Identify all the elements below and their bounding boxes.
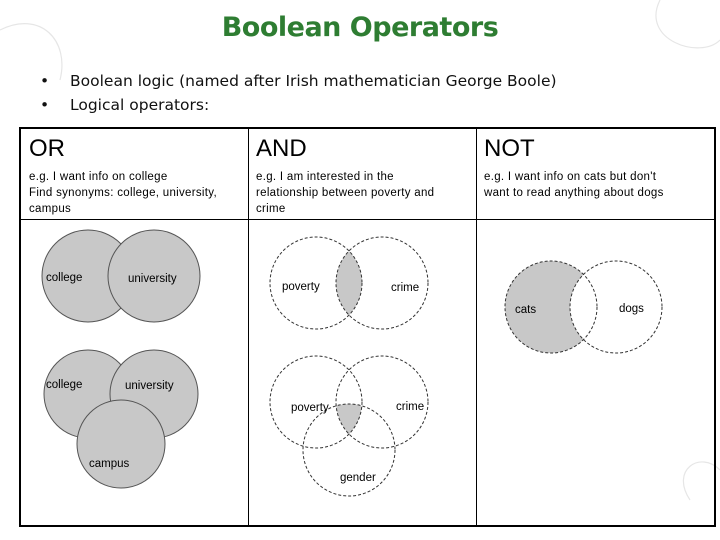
not-heading: NOT [484,135,535,162]
bullet-item: • Boolean logic (named after Irish mathem… [40,70,557,94]
not-venn-diagram: cats dogs [504,260,663,354]
row-divider [21,219,714,220]
venn-label-university: university [128,273,177,285]
venn-circle-crime [335,355,429,449]
operators-table: OR e.g. I want info on college Find syno… [19,127,716,527]
venn-label-dogs: dogs [619,303,644,315]
venn-label-crime: crime [396,401,424,413]
venn-circle-gender [302,403,396,497]
bullet-text: Logical operators: [70,96,210,114]
venn-label-cats: cats [515,304,536,316]
description-line: Find synonyms: college, university, [29,187,217,199]
column-divider [476,129,477,525]
bullet-list: • Boolean logic (named after Irish mathem… [40,70,557,118]
venn-circle-cats [504,260,598,354]
venn-circle-poverty [269,355,363,449]
venn-circle-poverty [269,236,363,330]
venn-circle-crime [335,236,429,330]
and-venn-diagram-three: poverty crime gender [269,355,429,497]
venn-label-college: college [46,379,82,391]
venn-circle-campus [76,399,166,489]
venn-label-college: college [46,272,82,284]
slide-title: Boolean Operators [221,12,499,43]
description-line: e.g. I want info on college [29,171,168,183]
and-venn-diagram: poverty crime [269,236,429,330]
venn-label-gender: gender [340,472,376,484]
or-venn-diagram-three: college university campus [43,349,199,489]
or-description: e.g. I want info on college Find synonym… [29,169,244,217]
description-line: e.g. I want info on cats but don't [484,171,657,183]
description-line: campus [29,203,72,215]
bullet-dot-icon: • [40,96,50,114]
or-venn-diagram: college university [41,229,201,323]
or-heading: OR [29,135,65,162]
description-line: relationship between poverty and [256,187,435,199]
bullet-item: • Logical operators: [40,94,557,118]
bullet-text: Boolean logic (named after Irish mathema… [70,72,557,90]
venn-difference [505,261,597,353]
and-description: e.g. I am interested in the relationship… [256,169,471,217]
description-line: want to read anything about dogs [484,187,664,199]
venn-circle-dogs [569,260,663,354]
not-description: e.g. I want info on cats but don't want … [484,169,712,201]
venn-label-poverty: poverty [282,281,320,293]
venn-label-university: university [125,380,174,392]
and-heading: AND [256,135,307,162]
description-line: e.g. I am interested in the [256,171,394,183]
venn-circle-university [107,229,201,323]
venn-label-campus: campus [89,458,130,470]
description-line: crime [256,203,286,215]
bullet-dot-icon: • [40,72,50,90]
column-divider [248,129,249,525]
venn-label-crime: crime [391,282,419,294]
venn-label-poverty: poverty [291,402,329,414]
